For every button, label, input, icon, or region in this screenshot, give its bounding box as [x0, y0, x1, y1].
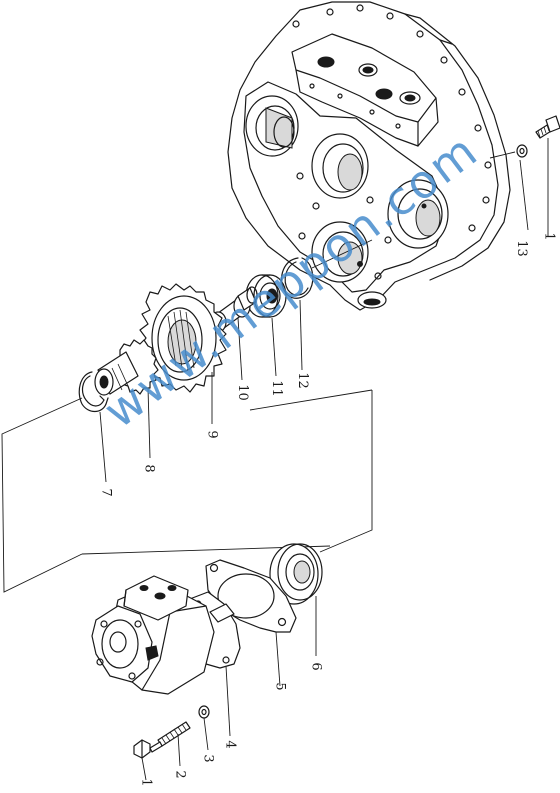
callout-4: 4 — [222, 740, 238, 749]
callout-3: 3 — [200, 754, 216, 763]
assembly-bracket-right — [319, 390, 373, 553]
hydraulic-motor-4 — [91, 575, 241, 695]
callout-7: 7 — [98, 488, 114, 497]
washer-3 — [198, 705, 210, 719]
gear-8 — [94, 339, 159, 396]
callout-13: 13 — [513, 240, 529, 257]
callout-1-lower: 1 — [138, 778, 154, 787]
callout-9: 9 — [204, 430, 220, 439]
callout-6: 6 — [308, 662, 324, 671]
bore-lower — [311, 221, 369, 283]
callout-11: 11 — [268, 380, 284, 397]
callout-12: 12 — [294, 372, 310, 389]
circlip-7 — [78, 371, 109, 413]
circlip-12 — [281, 257, 314, 299]
bore-center — [311, 133, 369, 199]
bore-left — [245, 95, 299, 157]
bearing-11 — [245, 274, 287, 318]
callout-10: 10 — [234, 384, 250, 401]
nut-1-lower — [133, 739, 163, 759]
transmission-housing — [227, 1, 511, 311]
callout-2: 2 — [172, 770, 188, 779]
stud-2 — [157, 721, 191, 747]
washer-13 — [516, 144, 528, 158]
callout-8: 8 — [141, 464, 157, 473]
bolt-1-upper — [535, 115, 560, 139]
bore-right — [387, 179, 449, 249]
oil-seal-6 — [269, 543, 323, 605]
callout-1-upper: 1 — [541, 232, 557, 241]
assembly-bracket-left — [1, 397, 83, 593]
callout-5: 5 — [272, 682, 288, 691]
